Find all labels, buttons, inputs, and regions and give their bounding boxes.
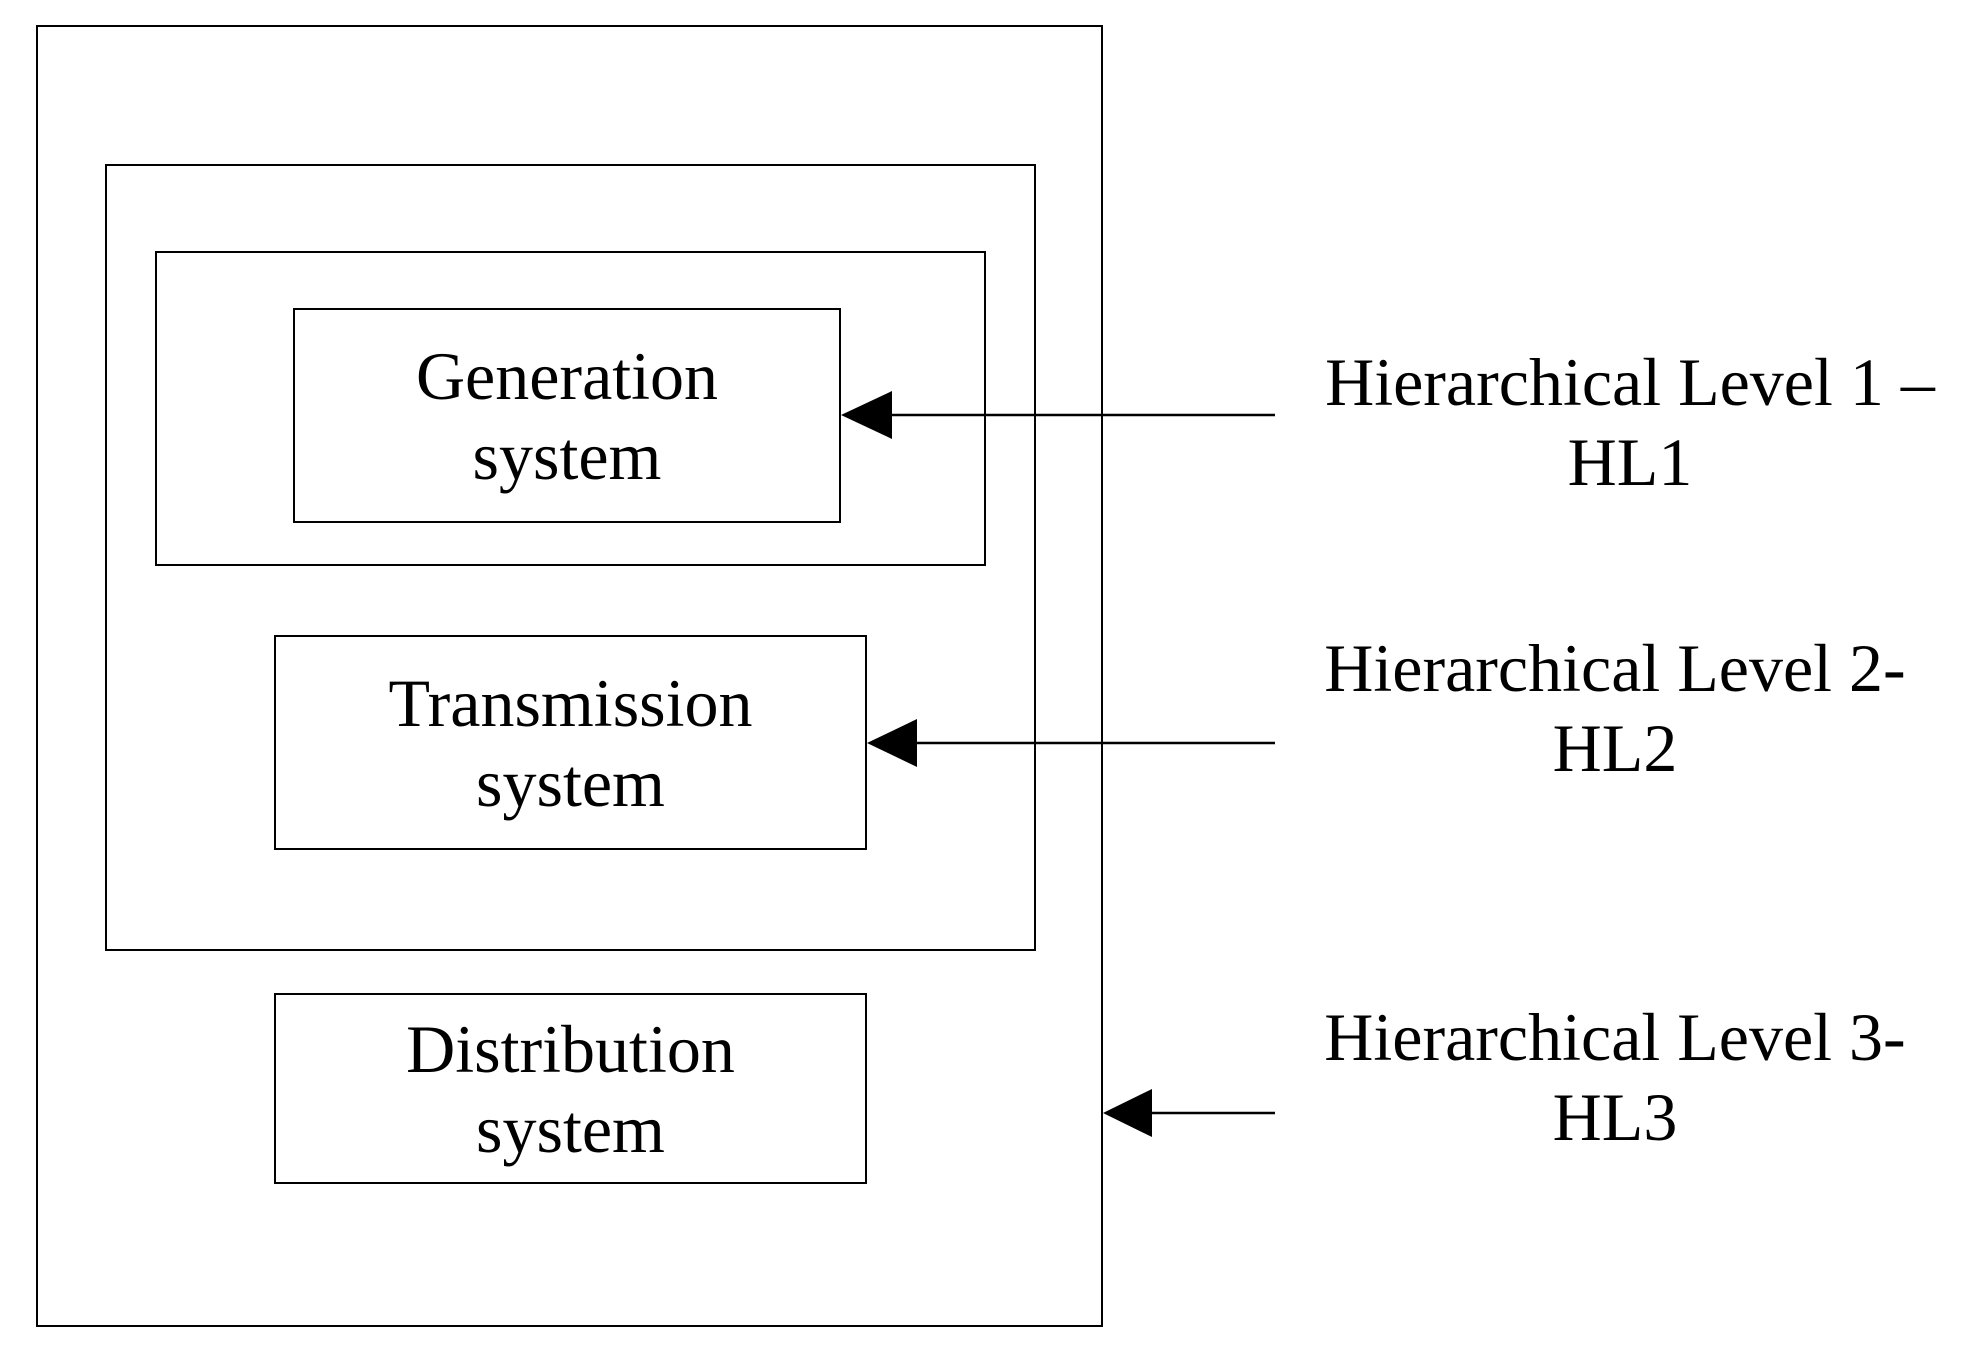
arrow-hl3 bbox=[1103, 1089, 1275, 1137]
hl2-container-box bbox=[105, 164, 1036, 951]
distribution-system-label: Distribution system bbox=[406, 1010, 735, 1167]
level-1-label: Hierarchical Level 1 – HL1 bbox=[1325, 344, 1935, 500]
hl1-container-box bbox=[155, 251, 986, 566]
generation-system-box: Generation system bbox=[293, 308, 841, 523]
level-2-label: Hierarchical Level 2- HL2 bbox=[1324, 630, 1906, 786]
generation-system-label: Generation system bbox=[415, 337, 719, 494]
transmission-system-label: Transmission system bbox=[388, 664, 753, 821]
level-3-label: Hierarchical Level 3- HL3 bbox=[1324, 999, 1906, 1155]
transmission-system-box: Transmission system bbox=[274, 635, 867, 850]
distribution-system-box: Distribution system bbox=[274, 993, 867, 1184]
hl3-container-box bbox=[36, 25, 1103, 1327]
